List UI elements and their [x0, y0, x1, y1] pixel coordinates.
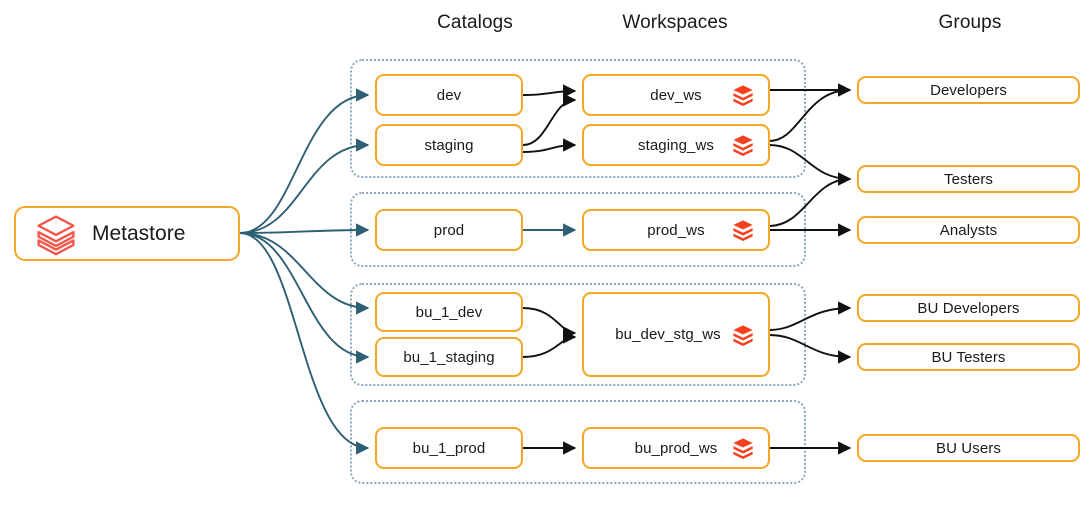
- node-catalog-bu-1-staging-label: bu_1_staging: [403, 348, 495, 366]
- node-workspace-bu-dev-stg-ws-label: bu_dev_stg_ws: [615, 326, 721, 343]
- node-catalog-bu-1-prod-label: bu_1_prod: [412, 439, 486, 457]
- node-catalog-dev-label: dev: [436, 86, 462, 104]
- node-group-analysts-label: Analysts: [939, 221, 998, 239]
- column-header-catalogs: Catalogs: [437, 12, 513, 33]
- node-catalog-prod-label: prod: [433, 221, 465, 239]
- node-catalog-bu-1-prod[interactable]: bu_1_prod: [375, 427, 523, 469]
- node-workspace-staging-ws-label: staging_ws: [637, 136, 715, 154]
- node-workspace-prod-ws[interactable]: prod_ws: [582, 209, 770, 251]
- node-group-bu-users-label: BU Users: [936, 439, 1001, 457]
- node-group-developers-label: Developers: [930, 81, 1007, 99]
- databricks-solid-icon: [733, 324, 753, 346]
- node-group-bu-users[interactable]: BU Users: [857, 434, 1080, 462]
- node-catalog-prod[interactable]: prod: [375, 209, 523, 251]
- node-catalog-bu-1-dev[interactable]: bu_1_dev: [375, 292, 523, 332]
- node-group-developers[interactable]: Developers: [857, 76, 1080, 104]
- databricks-solid-icon: [733, 85, 753, 106]
- node-workspace-bu-dev-stg-ws[interactable]: bu_dev_stg_ws: [582, 292, 770, 377]
- column-header-groups: Groups: [938, 12, 1002, 33]
- node-group-testers-label: Testers: [943, 170, 994, 188]
- databricks-solid-icon: [733, 438, 753, 459]
- node-group-analysts[interactable]: Analysts: [857, 216, 1080, 244]
- databricks-solid-icon: [733, 220, 753, 241]
- node-group-bu-developers[interactable]: BU Developers: [857, 294, 1080, 322]
- node-workspace-bu-prod-ws-label: bu_prod_ws: [634, 439, 718, 457]
- node-group-bu-developers-label: BU Developers: [917, 299, 1020, 317]
- column-header-workspaces: Workspaces: [622, 12, 728, 33]
- node-workspace-staging-ws[interactable]: staging_ws: [582, 124, 770, 166]
- node-metastore[interactable]: Metastore: [14, 206, 240, 261]
- node-workspace-prod-ws-label: prod_ws: [647, 221, 705, 239]
- node-group-bu-testers[interactable]: BU Testers: [857, 343, 1080, 371]
- node-catalog-staging-label: staging: [424, 136, 474, 154]
- node-catalog-bu-1-dev-label: bu_1_dev: [415, 303, 483, 321]
- databricks-solid-icon: [733, 135, 753, 156]
- databricks-outline-icon: [37, 214, 75, 255]
- node-catalog-staging[interactable]: staging: [375, 124, 523, 166]
- node-catalog-bu-1-staging[interactable]: bu_1_staging: [375, 337, 523, 377]
- node-metastore-label: Metastore: [92, 221, 186, 245]
- node-group-testers[interactable]: Testers: [857, 165, 1080, 193]
- node-workspace-dev-ws-label: dev_ws: [650, 86, 702, 104]
- node-workspace-dev-ws[interactable]: dev_ws: [582, 74, 770, 116]
- edges-metastore-to-catalogs: [239, 88, 370, 455]
- node-workspace-bu-prod-ws[interactable]: bu_prod_ws: [582, 427, 770, 469]
- node-catalog-dev[interactable]: dev: [375, 74, 523, 116]
- node-group-bu-testers-label: BU Testers: [931, 348, 1006, 366]
